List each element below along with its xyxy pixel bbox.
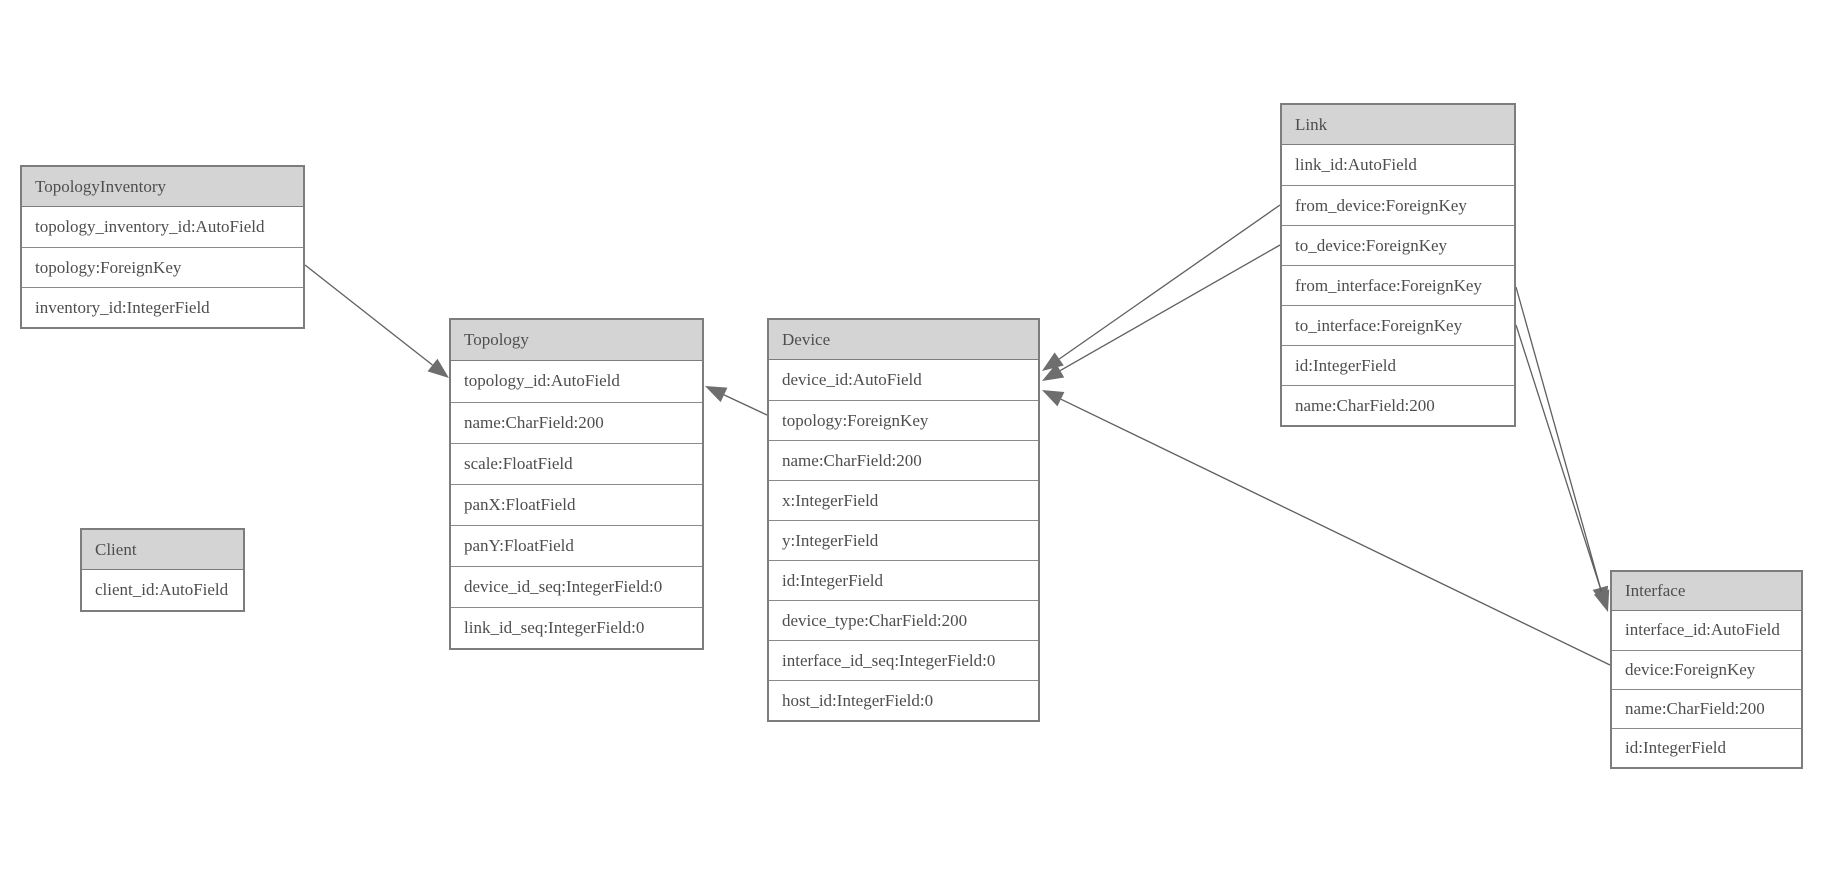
entity-title-link: Link — [1282, 105, 1514, 145]
edge-arrowhead-topologyinventory-topology-to-topology — [427, 358, 449, 378]
entity-field: topology:ForeignKey — [769, 400, 1038, 440]
entity-field: device_id_seq:IntegerField:0 — [451, 566, 702, 607]
entity-field: inventory_id:IntegerField — [22, 287, 303, 327]
entity-field: topology_inventory_id:AutoField — [22, 207, 303, 247]
entity-field: device_id:AutoField — [769, 360, 1038, 400]
edge-arrowhead-link-to_interface-to-interface — [1593, 589, 1610, 612]
edge-arrowhead-interface-device-to-device — [1042, 390, 1065, 407]
entity-field: host_id:IntegerField:0 — [769, 680, 1038, 720]
entity-field: panY:FloatField — [451, 525, 702, 566]
entity-field: panX:FloatField — [451, 484, 702, 525]
entity-field: link_id_seq:IntegerField:0 — [451, 607, 702, 648]
entity-field: id:IntegerField — [1282, 345, 1514, 385]
entity-title-client: Client — [82, 530, 243, 570]
entity-field: to_interface:ForeignKey — [1282, 305, 1514, 345]
entity-field: topology_id:AutoField — [451, 361, 702, 402]
entity-field: name:CharField:200 — [769, 440, 1038, 480]
edge-line-device-topology-to-topology — [723, 394, 768, 416]
entity-field: interface_id_seq:IntegerField:0 — [769, 640, 1038, 680]
edge-line-topologyinventory-topology-to-topology — [304, 264, 433, 366]
entity-title-interface: Interface — [1612, 572, 1801, 611]
entity-field: scale:FloatField — [451, 443, 702, 484]
entity-field: topology:ForeignKey — [22, 247, 303, 287]
edge-line-link-from_interface-to-interface — [1515, 286, 1601, 588]
edge-line-link-to_interface-to-interface — [1515, 324, 1603, 593]
entity-title-topologyinventory: TopologyInventory — [22, 167, 303, 207]
entity-field: to_device:ForeignKey — [1282, 225, 1514, 265]
edge-arrowhead-link-from_interface-to-interface — [1592, 585, 1609, 608]
entity-field: name:CharField:200 — [451, 402, 702, 443]
entity-field: name:CharField:200 — [1282, 385, 1514, 425]
entity-field: interface_id:AutoField — [1612, 611, 1801, 650]
entity-field: device_type:CharField:200 — [769, 600, 1038, 640]
entity-title-device: Device — [769, 320, 1038, 360]
entity-title-topology: Topology — [451, 320, 702, 361]
edge-arrowhead-link-to_device-to-device — [1042, 363, 1065, 381]
edge-arrowhead-device-topology-to-topology — [705, 386, 728, 403]
entity-field: id:IntegerField — [769, 560, 1038, 600]
entity-field: from_device:ForeignKey — [1282, 185, 1514, 225]
entity-field: x:IntegerField — [769, 480, 1038, 520]
edge-line-interface-device-to-device — [1060, 398, 1611, 666]
entity-field: link_id:AutoField — [1282, 145, 1514, 185]
edge-arrowhead-link-from_device-to-device — [1042, 352, 1064, 371]
entity-field: id:IntegerField — [1612, 728, 1801, 767]
edge-line-link-from_device-to-device — [1058, 204, 1281, 360]
entity-field: device:ForeignKey — [1612, 650, 1801, 689]
entity-field: from_interface:ForeignKey — [1282, 265, 1514, 305]
edge-line-link-to_device-to-device — [1059, 244, 1281, 372]
entity-field: client_id:AutoField — [82, 570, 243, 610]
entity-field: name:CharField:200 — [1612, 689, 1801, 728]
entity-field: y:IntegerField — [769, 520, 1038, 560]
